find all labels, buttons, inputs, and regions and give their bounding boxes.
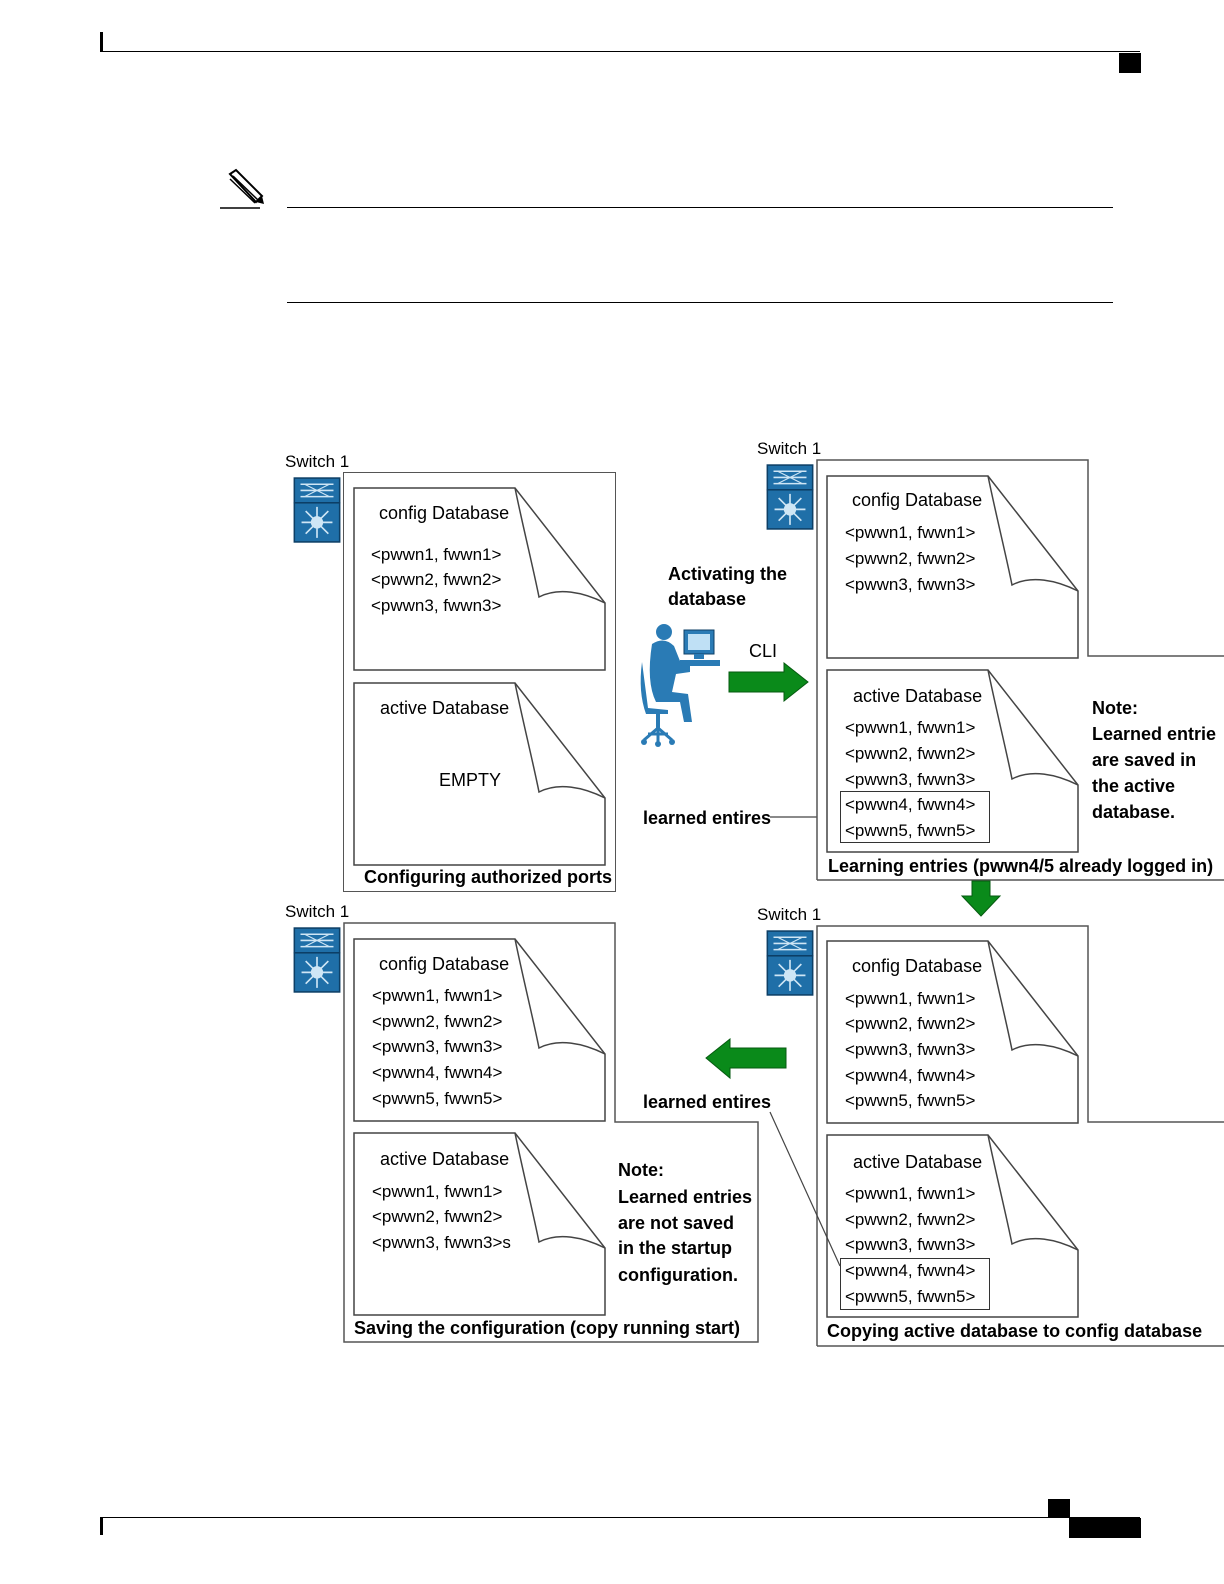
note-heading: Note: <box>618 1160 664 1180</box>
learned-entry: <pwwn4, fwwn4> <box>845 795 976 814</box>
config-database-title: config Database <box>852 956 983 976</box>
pencil-note-icon <box>220 168 264 209</box>
panel-caption: Saving the configuration (copy running s… <box>354 1318 741 1338</box>
config-entry: <pwwn3, fwwn3> <box>845 575 976 594</box>
active-database-title: active Database <box>853 686 983 706</box>
note-line: Learned entrie <box>1092 724 1217 744</box>
config-entry: <pwwn5, fwwn5> <box>845 1091 976 1110</box>
note-top-rule <box>287 207 1113 208</box>
config-entry: <pwwn1, fwwn1> <box>845 989 976 1008</box>
footer-left-bar <box>100 1517 103 1535</box>
config-database-title: config Database <box>852 490 983 510</box>
config-entry: <pwwn2, fwwn2> <box>372 1012 503 1031</box>
panel-caption: Configuring authorized ports <box>364 867 612 887</box>
config-entry: <pwwn3, fwwn3> <box>845 1040 976 1059</box>
switch-label: Switch 1 <box>285 452 350 471</box>
learned-entries-box <box>840 1258 990 1310</box>
learned-entries-box <box>840 791 990 843</box>
config-entry: <pwwn4, fwwn4> <box>372 1063 503 1082</box>
config-database-title: config Database <box>379 503 510 523</box>
switch-label: Switch 1 <box>285 902 350 921</box>
active-entry: <pwwn3, fwwn3> <box>845 770 976 789</box>
panel-caption: Learning entries (pwwn4/5 already logged… <box>828 856 1214 876</box>
switch-label: Switch 1 <box>757 905 822 924</box>
active-entry: <pwwn1, fwwn1> <box>845 1184 976 1203</box>
footer-marker-small <box>1048 1499 1070 1517</box>
cli-label: CLI <box>749 641 778 661</box>
note-heading: Note: <box>1092 698 1138 718</box>
config-entry: <pwwn4, fwwn4> <box>845 1066 976 1085</box>
switch-icon <box>292 926 342 994</box>
operator-at-computer-icon <box>640 624 720 747</box>
switch-icon <box>765 929 815 997</box>
config-entry: <pwwn3, fwwn3> <box>372 1037 503 1056</box>
footer-rule <box>100 1517 1140 1518</box>
note-bottom-rule <box>287 302 1113 303</box>
switch-icon <box>765 463 815 531</box>
active-database-title: active Database <box>380 698 510 718</box>
learned-entries-label: learned entires <box>643 808 772 828</box>
note-line: database. <box>1092 802 1176 822</box>
active-entry: <pwwn2, fwwn2> <box>845 744 976 763</box>
activating-label-line1: Activating the <box>668 564 788 584</box>
note-line: are not saved <box>618 1213 735 1233</box>
active-database-title: active Database <box>380 1149 510 1169</box>
learned-entry: <pwwn5, fwwn5> <box>845 1287 976 1306</box>
footer-marker-large <box>1069 1518 1141 1538</box>
learned-entries-label: learned entires <box>643 1092 772 1112</box>
panel-caption: Copying active database to config databa… <box>827 1321 1203 1341</box>
switch-icon <box>292 476 342 544</box>
learned-entries-leader-line <box>769 1111 841 1267</box>
active-entry: <pwwn2, fwwn2> <box>845 1210 976 1229</box>
note-line: the active <box>1092 776 1176 796</box>
switch-label: Switch 1 <box>757 439 822 458</box>
active-entry: <pwwn3, fwwn3> <box>845 1235 976 1254</box>
config-entry: <pwwn2, fwwn2> <box>845 1014 976 1033</box>
config-entry: <pwwn1, fwwn1> <box>371 545 502 564</box>
config-entry: <pwwn2, fwwn2> <box>371 570 502 589</box>
learned-entry: <pwwn4, fwwn4> <box>845 1261 976 1280</box>
active-entry: <pwwn1, fwwn1> <box>372 1182 503 1201</box>
active-entry: <pwwn2, fwwn2> <box>372 1207 503 1226</box>
note-line: are saved in <box>1092 750 1197 770</box>
config-entry: <pwwn3, fwwn3> <box>371 596 502 615</box>
active-database-title: active Database <box>853 1152 983 1172</box>
active-entry: <pwwn1, fwwn1> <box>845 718 976 737</box>
active-entry: <pwwn3, fwwn3>s <box>372 1233 511 1252</box>
header-rule <box>100 51 1140 52</box>
activating-label-line2: database <box>668 589 747 609</box>
config-entry: <pwwn2, fwwn2> <box>845 549 976 568</box>
header-left-bar <box>100 32 103 52</box>
config-database-title: config Database <box>379 954 510 974</box>
config-entry: <pwwn5, fwwn5> <box>372 1089 503 1108</box>
note-line: in the startup <box>618 1238 733 1258</box>
config-entry: <pwwn1, fwwn1> <box>372 986 503 1005</box>
arrow-down-icon <box>960 880 1002 917</box>
arrow-left-icon <box>705 1038 787 1080</box>
note-line: Learned entries <box>618 1187 753 1207</box>
learned-entry: <pwwn5, fwwn5> <box>845 821 976 840</box>
arrow-right-icon <box>728 662 809 702</box>
header-marker <box>1119 53 1141 73</box>
note-line: configuration. <box>618 1265 738 1285</box>
config-entry: <pwwn1, fwwn1> <box>845 523 976 542</box>
active-database-empty: EMPTY <box>439 770 502 790</box>
